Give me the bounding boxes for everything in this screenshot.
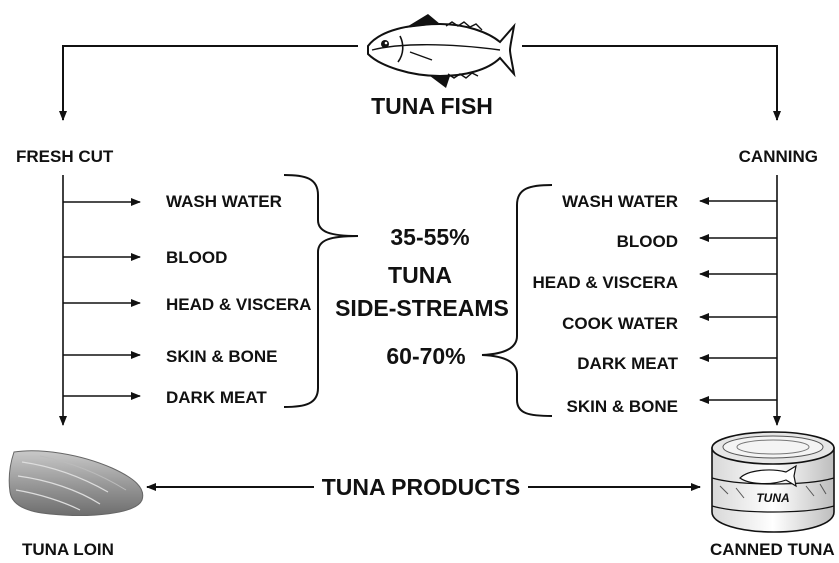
- tuna-loin-icon: [9, 451, 143, 516]
- fresh-cut-label: FRESH CUT: [16, 147, 114, 166]
- right-trunk: [700, 175, 777, 425]
- fresh-cut-percentage: 35-55%: [390, 224, 469, 250]
- right-streams: WASH WATER BLOOD HEAD & VISCERA COOK WAT…: [533, 192, 679, 416]
- tuna-products-label: TUNA PRODUCTS: [322, 474, 520, 500]
- canning-label: CANNING: [739, 147, 818, 166]
- left-stream-wash-water: WASH WATER: [166, 192, 282, 211]
- right-stream-dark-meat: DARK MEAT: [577, 354, 678, 373]
- right-stream-blood: BLOOD: [617, 232, 678, 251]
- left-stream-blood: BLOOD: [166, 248, 227, 267]
- left-stream-dark-meat: DARK MEAT: [166, 388, 267, 407]
- left-streams: WASH WATER BLOOD HEAD & VISCERA SKIN & B…: [166, 192, 311, 407]
- right-stream-cook-water: COOK WATER: [562, 314, 678, 333]
- side-streams-label-line2: SIDE-STREAMS: [335, 295, 509, 321]
- left-trunk: [63, 175, 140, 425]
- tuna-fish-icon: [368, 14, 514, 88]
- left-brace: [284, 175, 358, 407]
- canned-tuna-icon: TUNA: [712, 432, 834, 532]
- left-stream-head-viscera: HEAD & VISCERA: [166, 295, 311, 314]
- right-stream-wash-water: WASH WATER: [562, 192, 678, 211]
- left-stream-skin-bone: SKIN & BONE: [166, 347, 277, 366]
- center-summary: 35-55% TUNA SIDE-STREAMS 60-70%: [335, 224, 509, 369]
- tuna-loin-label: TUNA LOIN: [22, 540, 114, 558]
- canning-percentage: 60-70%: [386, 343, 465, 369]
- right-stream-head-viscera: HEAD & VISCERA: [533, 273, 678, 292]
- can-label-text: TUNA: [756, 491, 789, 505]
- right-stream-skin-bone: SKIN & BONE: [567, 397, 678, 416]
- canned-tuna-label: CANNED TUNA: [710, 540, 835, 558]
- diagram-title: TUNA FISH: [371, 93, 493, 119]
- side-streams-label-line1: TUNA: [388, 262, 452, 288]
